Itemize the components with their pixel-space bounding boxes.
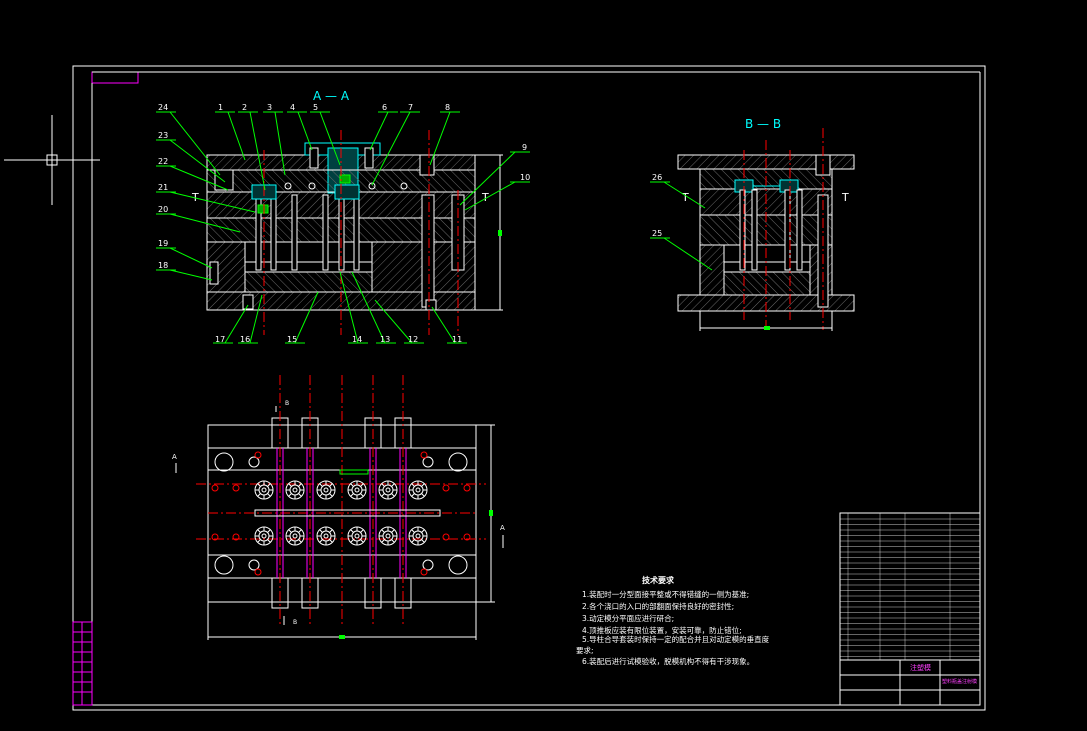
part-labels-bottom: 17 16 15 14 13 12 11 [215,335,462,344]
part-labels-top: 1 2 3 4 5 6 7 8 9 10 [218,103,530,182]
cavity-outline [408,526,428,546]
tech-req-item-6: 要求; [576,646,594,655]
section-view-aa[interactable]: A — A [156,89,530,344]
svg-text:17: 17 [215,335,225,344]
svg-text:21: 21 [158,183,168,192]
tech-req-item-7: 6.装配后进行试模验收，脱模机构不得有干涉现象。 [582,657,755,666]
cut-marker-t-right: T [481,191,489,204]
title-block-name: 注塑模 [910,664,931,672]
svg-text:T: T [841,191,849,204]
svg-text:A: A [172,453,177,461]
svg-text:26: 26 [652,173,662,182]
parts-list-title-block[interactable] [839,512,981,706]
section-bb-title: B — B [745,117,781,131]
svg-text:9: 9 [522,143,527,152]
svg-text:23: 23 [158,131,168,140]
svg-text:T: T [681,191,689,204]
cavity-outline [347,480,367,500]
cavity-outline [285,526,305,546]
leaders-left [156,111,256,281]
title-block-subtitle: 塑料瓶盖注射模 [942,679,978,685]
svg-text:6: 6 [382,103,387,112]
svg-text:7: 7 [408,103,413,112]
svg-text:4: 4 [290,103,295,112]
svg-text:11: 11 [452,335,462,344]
svg-text:B: B [285,400,289,407]
drawing-border-outer [72,65,986,711]
svg-text:15: 15 [287,335,297,344]
svg-text:3: 3 [267,103,272,112]
svg-text:14: 14 [352,335,362,344]
tech-req-item-4: 4.顶推板应装有限位装置，安装可靠，防止错位; [582,626,742,635]
svg-text:2: 2 [242,103,247,112]
plan-view[interactable]: A A B B [172,375,505,640]
cavity-outline [378,526,398,546]
section-view-bb[interactable]: B — B T T 26 25 [650,117,855,331]
svg-text:5: 5 [313,103,318,112]
svg-text:19: 19 [158,239,168,248]
tech-req-title: 技术要求 [642,576,674,585]
svg-text:1: 1 [218,103,223,112]
svg-text:8: 8 [445,103,450,112]
drawing-tag-box [91,71,139,84]
cavity-outline [285,480,305,500]
cavity-outline [254,526,274,546]
cavity-outline [316,480,336,500]
svg-text:16: 16 [240,335,250,344]
leaders-top [215,111,530,211]
leaders-bottom [213,271,467,344]
tech-req-item-3: 3.动定模分平面应进行研合; [582,614,675,623]
cavity-outline [347,526,367,546]
svg-text:20: 20 [158,205,168,214]
part-labels-left: 24 23 22 21 20 19 18 [158,103,168,270]
cad-crosshair-cursor[interactable] [4,115,100,205]
cavity-outline [378,480,398,500]
tech-req-item-5: 5.导柱合导套装时保持一定的配合并且对动定模的垂直度 [582,635,770,644]
svg-text:10: 10 [520,173,530,182]
left-stamp-table [72,621,93,706]
tech-req-item-2: 2.各个浇口的入口的部翻面保持良好的密封性; [582,602,735,611]
cavity-outline [316,526,336,546]
svg-text:A: A [500,524,505,532]
svg-text:22: 22 [158,157,168,166]
tech-req-item-1: 1.装配时一分型面接平整或不得错缝的一侧为基准; [582,590,750,599]
svg-text:24: 24 [158,103,168,112]
svg-text:12: 12 [408,335,418,344]
svg-text:25: 25 [652,229,662,238]
svg-text:B: B [293,619,297,626]
cavity-outline [254,480,274,500]
svg-text:18: 18 [158,261,168,270]
cavity-outline [408,480,428,500]
section-aa-title: A — A [313,89,350,103]
svg-text:13: 13 [380,335,390,344]
